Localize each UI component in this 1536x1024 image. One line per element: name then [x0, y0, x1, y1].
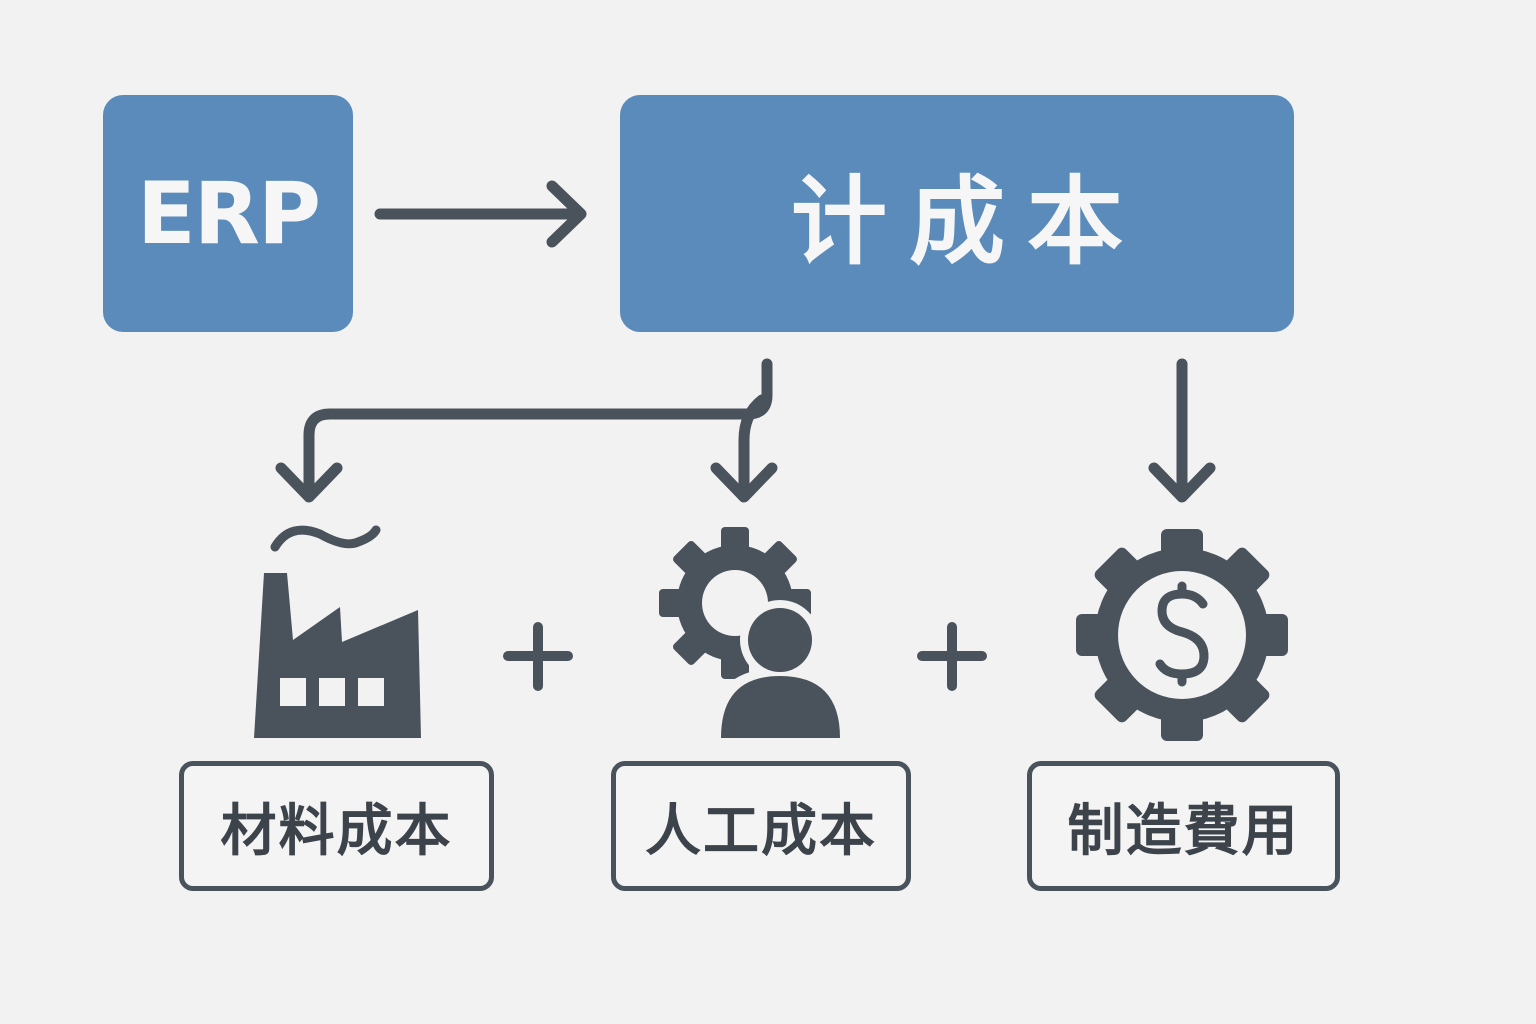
erp-node: ERP	[103, 95, 353, 332]
arrow-erp-to-cost	[374, 180, 587, 248]
arrow-cost-to-material-labor	[275, 358, 778, 503]
person-gear-icon	[659, 527, 852, 740]
cost-node-label: 计成本	[791, 166, 1145, 278]
material-cost-label: 材料成本	[220, 798, 453, 864]
plus-icon-1	[503, 622, 573, 691]
gear-dollar-icon	[1076, 529, 1288, 741]
dollar-sign-icon	[1155, 581, 1209, 687]
erp-node-label: ERP	[137, 163, 321, 264]
arrow-cost-to-overhead	[1148, 358, 1216, 503]
overhead-cost-label: 制造費用	[1067, 798, 1300, 864]
material-cost-label-box: 材料成本	[179, 761, 494, 891]
plus-icon-2	[917, 622, 987, 691]
factory-icon	[254, 525, 421, 738]
labor-cost-label-box: 人工成本	[611, 761, 911, 891]
labor-cost-label: 人工成本	[645, 798, 877, 864]
cost-node: 计成本	[620, 95, 1294, 332]
overhead-cost-label-box: 制造費用	[1027, 761, 1340, 891]
